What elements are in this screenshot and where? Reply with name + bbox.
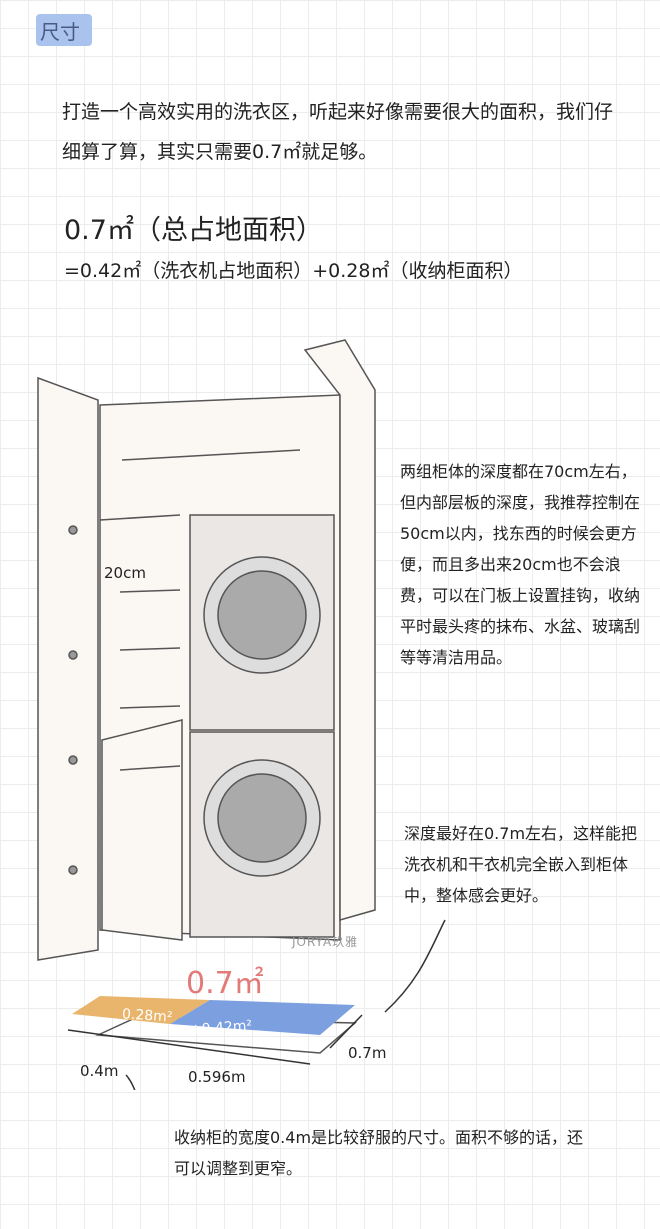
cabinet-width-label: 0.4m [80,1062,119,1080]
area-breakdown: =0.42㎡（洗衣机占地面积）+0.28㎡（收纳柜面积） [64,260,523,282]
depth-best-note: 深度最好在0.7m左右，这样能把洗衣机和干衣机完全嵌入到柜体中，整体感会更好。 [404,824,638,905]
shelf-depth-label: 20cm [104,564,146,582]
total-area-label: 0.7㎡ [186,966,264,1001]
laundry-cabinet-illustration [37,339,446,1090]
washer-area [170,1000,355,1035]
depth-label: 0.7m [348,1044,387,1062]
intro-text: 打造一个高效实用的洗衣区，听起来好像需要很大的面积，我们仔细算了算，其实只需要0… [62,101,614,163]
width-note: 收纳柜的宽度0.4m是比较舒服的尺寸。面积不够的话，还可以调整到更窄。 [174,1128,584,1178]
cabinet-area [72,996,210,1024]
watermark: JORYA玖雅 [292,935,359,949]
washer-width-label: 0.596m [188,1068,246,1086]
section-tag: 尺寸 [36,14,92,46]
total-area-heading: 0.7㎡（总占地面积） [64,215,323,246]
cabinet-area-label: 0.28m² [121,1006,173,1026]
depth-note: 两组柜体的深度都在70cm左右，但内部层板的深度，我推荐控制在50cm以内，找东… [400,462,641,667]
